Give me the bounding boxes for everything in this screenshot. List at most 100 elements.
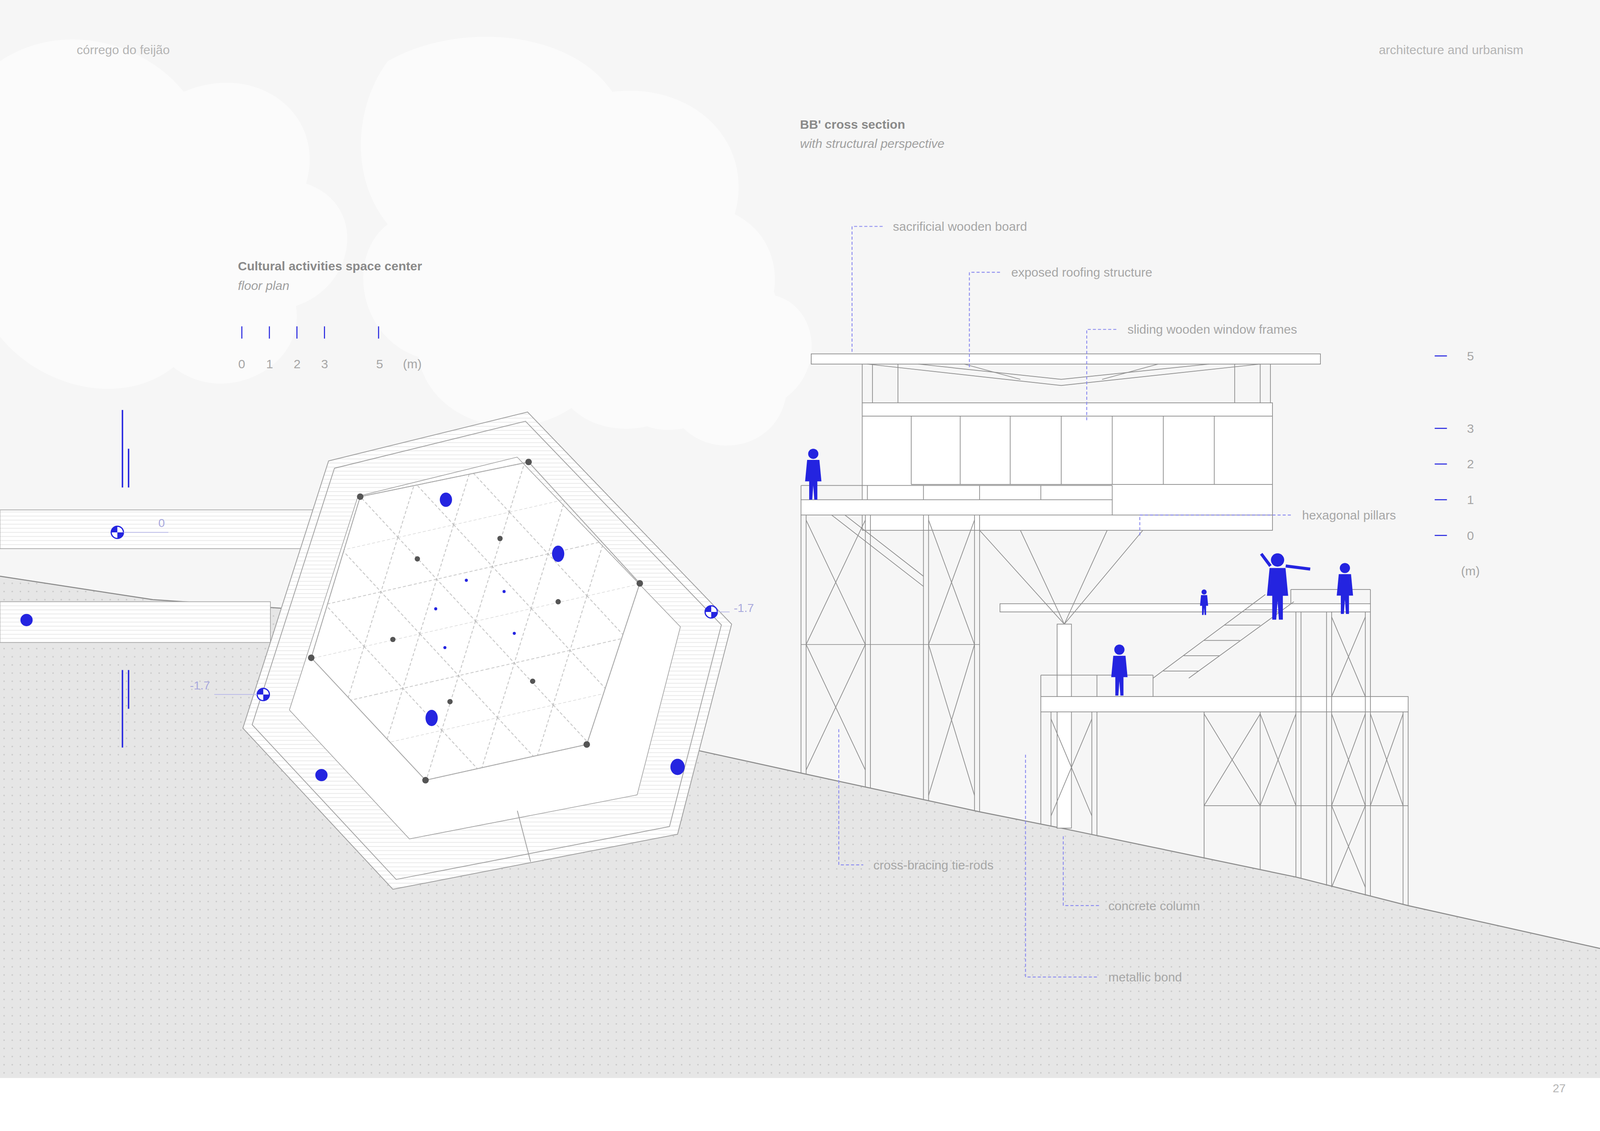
drawing-line <box>1434 535 1447 536</box>
drawing-rect <box>800 500 1113 516</box>
drawing-line <box>1402 712 1404 905</box>
drawing-line <box>1331 617 1366 697</box>
drawing-line <box>1295 612 1297 878</box>
drawing-polyline <box>867 364 1261 386</box>
drawing-circle <box>512 632 516 635</box>
callout-label: sliding wooden window frames <box>1127 322 1298 338</box>
drawing-line <box>1213 416 1215 485</box>
drawing-polyline <box>969 272 1003 368</box>
drawing-line <box>862 415 1273 417</box>
drawing-line <box>928 520 975 645</box>
drawing-line <box>1060 416 1062 485</box>
scale-number: 0 <box>1467 528 1475 544</box>
header: córrego do feijão <box>76 42 170 58</box>
drawing-polygon <box>252 421 722 880</box>
drawing-polyline <box>1063 836 1100 906</box>
drawing-use <box>1111 644 1128 696</box>
drawing-polygon <box>311 462 640 781</box>
drawing-line <box>1050 712 1052 827</box>
drawing-circle <box>357 493 364 500</box>
scale-unit: (m) <box>402 357 422 372</box>
bottom-margin <box>0 1078 1600 1131</box>
drawing-line <box>1203 712 1205 860</box>
drawing-line <box>1234 364 1235 403</box>
drawing-line <box>862 364 863 403</box>
drawing-path <box>590 228 812 446</box>
drawing-ellipse <box>425 710 438 727</box>
drawing-line <box>928 520 975 645</box>
drawing-line <box>928 515 930 801</box>
drawing-line <box>1064 530 1143 625</box>
drawing-line <box>872 364 873 403</box>
drawing-line <box>1260 714 1296 806</box>
drawing-ellipse <box>670 758 685 775</box>
drawing-line <box>979 515 980 812</box>
callout-label: cross-bracing tie-rods <box>873 858 994 873</box>
scale-number: 0 <box>238 357 246 372</box>
drawing-line <box>800 485 802 500</box>
ground-line <box>693 749 1600 949</box>
drawing-line <box>1260 714 1296 806</box>
drawing-line <box>979 530 1065 625</box>
drawing-circle <box>434 607 438 611</box>
level-mark: -1.7 <box>190 679 210 693</box>
drawing-line <box>1370 589 1371 604</box>
scale-number: 3 <box>321 357 329 372</box>
drawing-line <box>127 670 130 709</box>
drawing-line <box>1331 805 1366 888</box>
drawing-circle <box>465 578 468 582</box>
drawing-line <box>1370 714 1403 806</box>
section-subtitle: with structural perspective <box>800 136 945 152</box>
drawing-rect <box>1057 624 1072 829</box>
level-mark: -1.7 <box>733 601 754 615</box>
drawing-line <box>1183 655 1220 657</box>
drawing-line <box>1050 719 1092 817</box>
drawing-polygon <box>242 412 732 890</box>
drawing-use <box>805 448 822 500</box>
drawing-line <box>1434 499 1447 500</box>
section-scale-ticks <box>1434 355 1447 536</box>
tree-silhouettes <box>0 36 812 446</box>
level-marker <box>111 526 124 539</box>
drawing-line <box>867 485 868 500</box>
drawing-line <box>1331 617 1366 697</box>
drawing-line <box>1040 712 1042 825</box>
drawing-line <box>910 416 912 485</box>
scale-number: 5 <box>1467 349 1475 364</box>
drawing-line <box>800 515 802 773</box>
drawing-line <box>717 611 730 613</box>
drawing-line <box>1096 712 1098 836</box>
drawing-line <box>806 520 866 645</box>
drawing-line <box>979 485 980 500</box>
scale-number: 2 <box>293 357 301 372</box>
drawing-line <box>831 515 924 587</box>
level-marker <box>705 605 718 618</box>
plan-subtitle: floor plan <box>237 278 290 294</box>
callout-leaders <box>838 226 1292 978</box>
hexagon-plan <box>242 412 732 890</box>
drawing-polyline <box>838 729 864 865</box>
drawing-line <box>806 520 866 645</box>
drawing-line <box>800 485 1113 486</box>
drawing-line <box>1112 416 1113 485</box>
drawing-circle <box>530 678 536 685</box>
drawing-polyline <box>1025 755 1099 978</box>
columns <box>307 458 643 784</box>
drawing-line <box>922 485 924 500</box>
callout-label: concrete column <box>1108 899 1200 914</box>
drawing-line <box>1040 485 1042 500</box>
drawing-line <box>1285 566 1311 570</box>
drawing-rect <box>0 601 271 643</box>
drawing-line <box>870 515 871 789</box>
drawing-line <box>1112 485 1113 500</box>
drawing-circle <box>414 556 420 562</box>
drawing-line <box>1434 427 1447 429</box>
drawing-line <box>123 532 169 533</box>
drawing-line <box>960 416 961 485</box>
drawing-line <box>1300 612 1302 879</box>
drawing-circle <box>497 535 503 542</box>
callout-label: sacrificial wooden board <box>892 219 1028 235</box>
drawing-line <box>324 326 325 339</box>
scale-number: 1 <box>266 357 274 372</box>
